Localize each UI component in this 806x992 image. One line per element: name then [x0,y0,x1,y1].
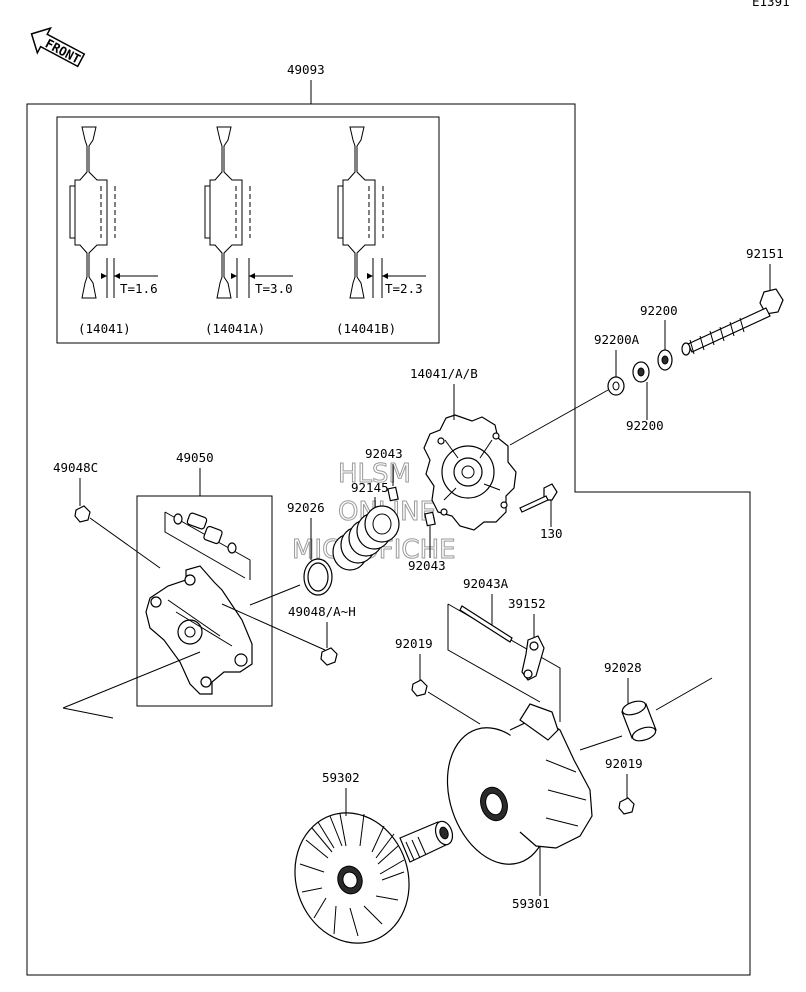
callout-59301: 59301 [512,896,550,911]
front-arrow-icon: FRONT [30,26,86,68]
part-59302-fixed-sheave [294,812,454,944]
callout-92026: 92026 [287,500,325,515]
callout-92019-right: 92019 [605,756,643,771]
part-92151-bolt [681,288,784,356]
callout-92043-bottom: 92043 [408,558,446,573]
variant-14041A-part: (14041A) [205,321,265,336]
callout-49048C: 49048C [53,460,98,475]
callout-39152: 39152 [508,596,546,611]
part-92145-spring [332,505,400,571]
part-92200A-washer [607,376,625,396]
callout-92019-left: 92019 [395,636,433,651]
callout-92200A: 92200A [594,332,640,347]
part-92019-nut-left [411,679,428,697]
callout-92028: 92028 [604,660,642,675]
variant-14041: T=1.6 (14041) [69,126,158,336]
part-49048-nut [320,647,338,666]
variant-14041A: T=3.0 (14041A) [204,126,293,336]
part-49050-cover [145,565,253,695]
callout-59302: 59302 [322,770,360,785]
part-92019-nut-right [618,797,635,815]
callout-14041: 14041/A/B [410,366,478,381]
part-130-bolt [519,483,558,513]
variant-14041B: T=2.3 (14041B) [336,126,426,336]
variant-14041-part: (14041) [78,321,131,336]
part-92028-bushing [621,700,657,742]
callout-92151: 92151 [746,246,784,261]
callout-49048: 49048/A~H [288,604,356,619]
part-49050-roller-set [173,512,237,554]
variant-14041B-part: (14041B) [336,321,396,336]
variant-14041-thickness: T=1.6 [120,281,158,296]
callout-92043A: 92043A [463,576,509,591]
watermark-line-1: HLSM [338,459,411,489]
callout-92200-top: 92200 [640,303,678,318]
part-92043-pin-bottom [424,511,436,527]
variant-14041B-thickness: T=2.3 [385,281,423,296]
assembly-frame [26,103,751,976]
part-39152-arm [521,635,545,681]
part-14041-spider [423,414,517,531]
subassembly-arm-bracket [447,603,561,722]
part-49048C-nut [74,505,91,523]
callout-92145: 92145 [351,480,389,495]
callout-92200-bottom: 92200 [626,418,664,433]
callout-49093: 49093 [287,62,325,77]
part-92043A-rod [459,605,513,643]
variant-14041A-thickness: T=3.0 [255,281,293,296]
diagram-code: E1391 [752,0,790,9]
front-label: FRONT [43,36,83,67]
part-92200-washer-b [632,361,650,383]
part-92026-ring [303,558,333,596]
part-92043-pin-top [387,486,399,502]
part-92200-washer-a [657,349,673,371]
callout-130: 130 [540,526,563,541]
subassembly-49050-frame [136,495,273,707]
part-59301-sheave [446,703,593,865]
callout-92043-top: 92043 [365,446,403,461]
callout-49050: 49050 [176,450,214,465]
variant-inset-box [56,116,440,344]
